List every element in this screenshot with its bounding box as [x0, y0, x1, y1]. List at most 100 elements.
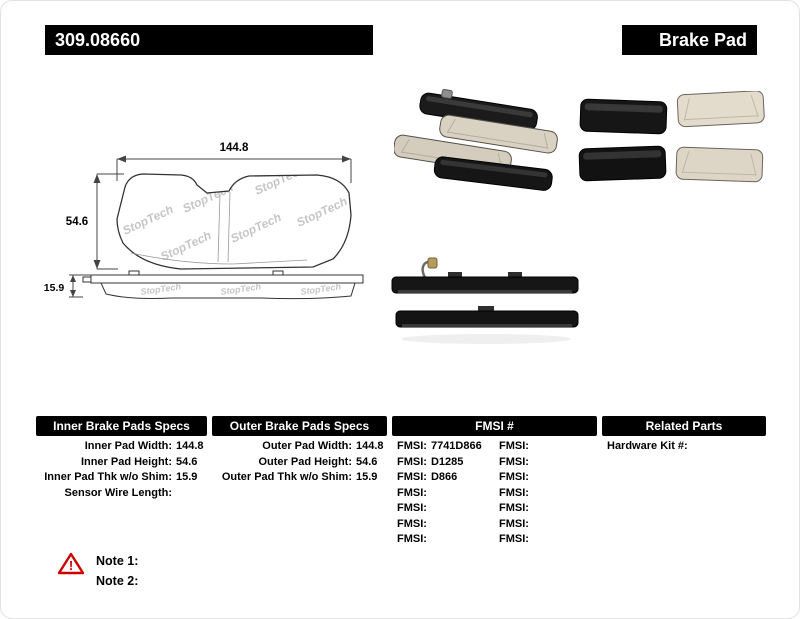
- related-row: Hardware Kit #:: [602, 439, 766, 455]
- spec-row: Outer Pad Height: 54.6: [212, 455, 387, 471]
- related-value: [688, 439, 692, 455]
- fmsi-label: FMSI:: [499, 440, 529, 452]
- fmsi-label: FMSI:: [397, 533, 427, 545]
- related-parts-header: Related Parts: [602, 416, 766, 436]
- outer-specs-column: Outer Brake Pads Specs Outer Pad Width: …: [212, 416, 387, 486]
- fmsi-row: FMSI:: [392, 517, 494, 533]
- fmsi-row: FMSI: 7741D866: [392, 439, 494, 455]
- spec-label: Outer Pad Height:: [258, 455, 352, 468]
- warning-triangle-icon: !: [57, 552, 85, 580]
- thickness-dim-label: 15.9: [44, 282, 65, 294]
- photo-pads-angled-set: [394, 88, 558, 191]
- fmsi-label: FMSI:: [397, 486, 427, 499]
- fmsi-row: FMSI:: [494, 517, 596, 533]
- fmsi-row: FMSI:: [494, 439, 596, 455]
- fmsi-row: FMSI: D1285: [392, 455, 494, 471]
- fmsi-label: FMSI:: [499, 533, 529, 545]
- arrow-down-small: [70, 290, 76, 297]
- spec-label: Sensor Wire Length:: [64, 486, 172, 499]
- pad-photo-front-2: [675, 146, 764, 183]
- fmsi-value: [529, 486, 533, 502]
- arrow-down: [93, 260, 101, 269]
- fmsi-row: FMSI:: [494, 501, 596, 517]
- spec-row: Outer Pad Width: 144.8: [212, 439, 387, 455]
- arrow-up: [93, 174, 101, 183]
- fmsi-label: FMSI:: [397, 455, 427, 468]
- fmsi-value: [529, 532, 533, 548]
- spec-label: Outer Pad Width:: [262, 440, 352, 452]
- fmsi-value: [427, 532, 431, 548]
- spec-row: Sensor Wire Length:: [36, 486, 207, 502]
- spec-label: Inner Pad Width:: [84, 440, 172, 452]
- fmsi-subcolumn-1: FMSI: 7741D866 FMSI: D1285 FMSI: D866 FM…: [392, 439, 494, 548]
- related-parts-column: Related Parts Hardware Kit #:: [602, 416, 766, 455]
- spec-label: Inner Pad Height:: [80, 455, 172, 468]
- note-1: Note 1:: [96, 554, 139, 568]
- arrow-right: [342, 155, 351, 163]
- stoptech-watermark: StopTech StopTech StopTech StopTech Stop…: [120, 174, 349, 264]
- photo-shadow: [401, 334, 571, 344]
- fmsi-label: FMSI:: [499, 502, 529, 514]
- related-label: Hardware Kit #:: [607, 440, 688, 452]
- height-dimension: [96, 173, 124, 270]
- fmsi-value: [529, 501, 533, 517]
- fmsi-value: 7741D866: [430, 440, 482, 452]
- fmsi-column: FMSI # FMSI: 7741D866 FMSI: D1285 FMSI: …: [392, 416, 597, 548]
- fmsi-value: [427, 501, 431, 517]
- height-dim-label: 54.6: [66, 216, 88, 228]
- svg-text:StopTech: StopTech: [158, 228, 213, 264]
- pad-photo-front-1: [676, 91, 765, 128]
- fmsi-label: FMSI:: [397, 517, 427, 530]
- spec-label: Inner Pad Thk w/o Shim:: [44, 471, 172, 483]
- width-dim-label: 144.8: [220, 142, 249, 154]
- fmsi-value: D1285: [430, 455, 464, 468]
- fmsi-label: FMSI:: [397, 502, 427, 514]
- fmsi-subcolumn-2: FMSI: FMSI: FMSI: FMSI: FMSI:: [494, 439, 596, 548]
- spec-label: Outer Pad Thk w/o Shim:: [221, 471, 352, 483]
- pad-photo-back-2: [578, 145, 667, 182]
- outer-specs-header: Outer Brake Pads Specs: [212, 416, 387, 436]
- product-type: Brake Pad: [658, 30, 747, 50]
- fmsi-value: [427, 517, 431, 533]
- svg-text:StopTech: StopTech: [294, 194, 349, 230]
- inner-specs-column: Inner Brake Pads Specs Inner Pad Width: …: [36, 416, 207, 501]
- arrow-up-small: [70, 275, 76, 282]
- fmsi-label: FMSI:: [397, 440, 427, 452]
- fmsi-row: FMSI:: [494, 455, 596, 471]
- fmsi-label: FMSI:: [499, 455, 529, 468]
- product-type-bar: Brake Pad: [622, 25, 757, 55]
- photo-pads-front-back-set: [578, 91, 765, 183]
- photo-pads-edge-view: [391, 257, 579, 344]
- technical-drawing: StopTech StopTech StopTech StopTech Stop…: [44, 142, 364, 300]
- svg-text:StopTech: StopTech: [228, 210, 283, 246]
- spec-row: Outer Pad Thk w/o Shim: 15.9: [212, 470, 387, 486]
- fmsi-value: [529, 439, 533, 455]
- fmsi-row: FMSI:: [494, 486, 596, 502]
- svg-text:StopTech: StopTech: [180, 180, 235, 216]
- inner-specs-header: Inner Brake Pads Specs: [36, 416, 207, 436]
- fmsi-row: FMSI:: [494, 470, 596, 486]
- spec-value: 144.8: [176, 440, 204, 452]
- fmsi-row: FMSI: D866: [392, 470, 494, 486]
- spec-value: [172, 486, 176, 502]
- spec-value: 54.6: [176, 455, 198, 468]
- spec-value: 144.8: [356, 440, 384, 452]
- fmsi-label: FMSI:: [499, 486, 529, 499]
- spec-value: 54.6: [356, 455, 378, 468]
- fmsi-label: FMSI:: [499, 517, 529, 530]
- notes-block: Note 1: Note 2:: [96, 551, 138, 591]
- wear-sensor-wire: [421, 257, 438, 280]
- fmsi-label: FMSI:: [499, 471, 529, 483]
- spec-value: 15.9: [176, 471, 198, 483]
- part-number: 309.08660: [55, 30, 141, 50]
- svg-text:StopTech: StopTech: [120, 202, 175, 238]
- fmsi-header: FMSI #: [392, 416, 597, 436]
- part-number-bar: 309.08660: [45, 25, 373, 55]
- fmsi-value: [529, 517, 533, 533]
- spec-row: Inner Pad Thk w/o Shim: 15.9: [36, 470, 207, 486]
- spec-row: Inner Pad Width: 144.8: [36, 439, 207, 455]
- pad-photo-dark-2: [433, 156, 553, 191]
- pad-side-view: [82, 270, 364, 300]
- fmsi-value: [529, 455, 533, 471]
